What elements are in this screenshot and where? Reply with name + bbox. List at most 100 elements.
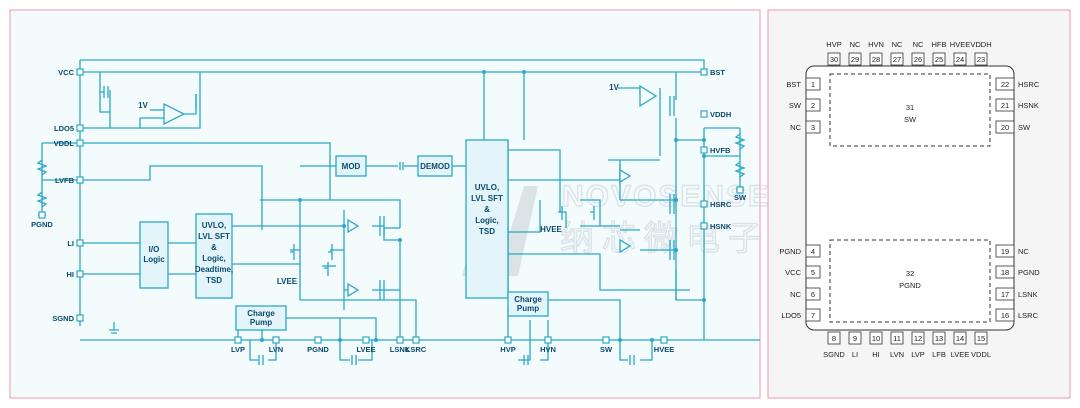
mod-label: MOD — [342, 162, 361, 171]
block-label-line: TSD — [206, 276, 222, 285]
pin-label-vddh: VDDH — [710, 110, 731, 119]
block-label-line: LVL SFT — [471, 194, 503, 203]
pin-label-hvn: HVN — [540, 345, 556, 354]
package-pin-name: NC — [913, 40, 924, 49]
block-label-line: & — [211, 243, 217, 252]
package-pin-name: VCC — [785, 268, 801, 277]
package-pin-number: 9 — [853, 334, 857, 343]
charge-pump-right-block — [507, 291, 549, 317]
pin-label-sw: SW — [600, 345, 613, 354]
pin-label-vcc: VCC — [58, 68, 74, 77]
package-pin-name: PGND — [779, 247, 801, 256]
exposed-pad-top — [829, 73, 991, 147]
pad-top-name: SW — [904, 115, 917, 124]
package-pin-box — [911, 52, 925, 66]
package-pin-box — [827, 331, 841, 345]
package-pin-number: 22 — [1001, 80, 1009, 89]
package-pin-number: 17 — [1001, 290, 1009, 299]
package-pin-name: VDDL — [971, 350, 991, 359]
pin-label-hsnk: HSNK — [710, 222, 732, 231]
package-pin-box — [805, 287, 821, 301]
package-pin-number: 28 — [872, 55, 880, 64]
package-pin-number: 1 — [811, 80, 815, 89]
package-pin-box — [995, 77, 1015, 91]
uvlo-right-block — [465, 139, 509, 299]
charge-pump-left-block — [235, 305, 287, 331]
package-pin-number: 6 — [811, 290, 815, 299]
pin-terminal — [700, 222, 708, 230]
package-pin-number: 14 — [956, 334, 964, 343]
package-pin-name: NC — [892, 40, 903, 49]
pin-label-bst: BST — [710, 68, 725, 77]
package-pin-number: 30 — [830, 55, 838, 64]
pin-terminal — [272, 336, 280, 344]
package-pin-number: 24 — [956, 55, 964, 64]
pin-label-hi: HI — [67, 270, 75, 279]
pin-terminal — [660, 336, 668, 344]
package-pin-box — [953, 52, 967, 66]
package-pin-number: 12 — [914, 334, 922, 343]
package-pin-box — [848, 52, 862, 66]
package-pin-box — [995, 244, 1015, 258]
pin-terminal — [76, 270, 84, 278]
pin-terminal — [700, 200, 708, 208]
package-pin-name: SW — [789, 101, 802, 110]
package-pin-box — [805, 120, 821, 134]
uvlo-right-label: UVLO, LVL SFT & Logic, TSD — [471, 183, 503, 236]
package-pin-box — [953, 331, 967, 345]
package-pin-number: 29 — [851, 55, 859, 64]
pin-label-lvp: LVP — [231, 345, 245, 354]
package-pin-name: VDDH — [970, 40, 991, 49]
transistors — [100, 86, 675, 300]
package-pin-box — [932, 52, 946, 66]
package-pin-name: SW — [1018, 123, 1031, 132]
package-pin-name: LVP — [911, 350, 925, 359]
package-pin-number: 2 — [811, 101, 815, 110]
buffer-icon-2 — [347, 282, 360, 298]
package-pin-box — [827, 52, 841, 66]
pin-terminal — [362, 336, 370, 344]
block-label-line: LVL SFT — [198, 232, 230, 241]
package-pin-box — [995, 98, 1015, 112]
inner-lvee-label: LVEE — [277, 277, 298, 286]
package-pin-box — [995, 308, 1015, 322]
block-label-line: Logic, — [475, 216, 499, 225]
schematic-wires — [41, 59, 760, 361]
resistors — [36, 133, 746, 208]
package-pin-box — [974, 52, 988, 66]
pin-terminal — [314, 336, 322, 344]
package-pin-box — [974, 331, 988, 345]
package-pin-name: HSNK — [1018, 101, 1039, 110]
pin-terminal — [544, 336, 552, 344]
package-pin-name: HVP — [826, 40, 841, 49]
buffer-icon-1 — [347, 218, 360, 234]
inner-hvee-label: HVEE — [540, 225, 562, 234]
exposed-pad-bottom — [829, 239, 991, 323]
package-pin-name: PGND — [1018, 268, 1040, 277]
pin-terminal — [700, 110, 708, 118]
block-label-line: UVLO, — [475, 183, 499, 192]
pin-terminal — [412, 336, 420, 344]
package-pin-name: NC — [1018, 247, 1029, 256]
pin-label-sw: SW — [734, 193, 747, 202]
block-label-line: & — [484, 205, 490, 214]
pin-terminal — [76, 176, 84, 184]
pin-terminal — [396, 336, 404, 344]
package-pin-name: LSNK — [1018, 290, 1038, 299]
block-label-line: TSD — [479, 227, 495, 236]
package-pin-name: LDO5 — [781, 311, 801, 320]
pin-label-hvee: HVEE — [654, 345, 674, 354]
package-pin-name: NC — [850, 40, 861, 49]
block-label-line: Logic — [143, 255, 165, 264]
pin-label-vddl: VDDL — [54, 139, 75, 148]
capacitors — [258, 162, 635, 365]
pin-terminal — [76, 239, 84, 247]
package-pin-name: NC — [790, 123, 801, 132]
pin-label-lvn: LVN — [269, 345, 283, 354]
package-pin-box — [805, 265, 821, 279]
package-pin-name: LFB — [932, 350, 946, 359]
package-pin-number: 20 — [1001, 123, 1009, 132]
